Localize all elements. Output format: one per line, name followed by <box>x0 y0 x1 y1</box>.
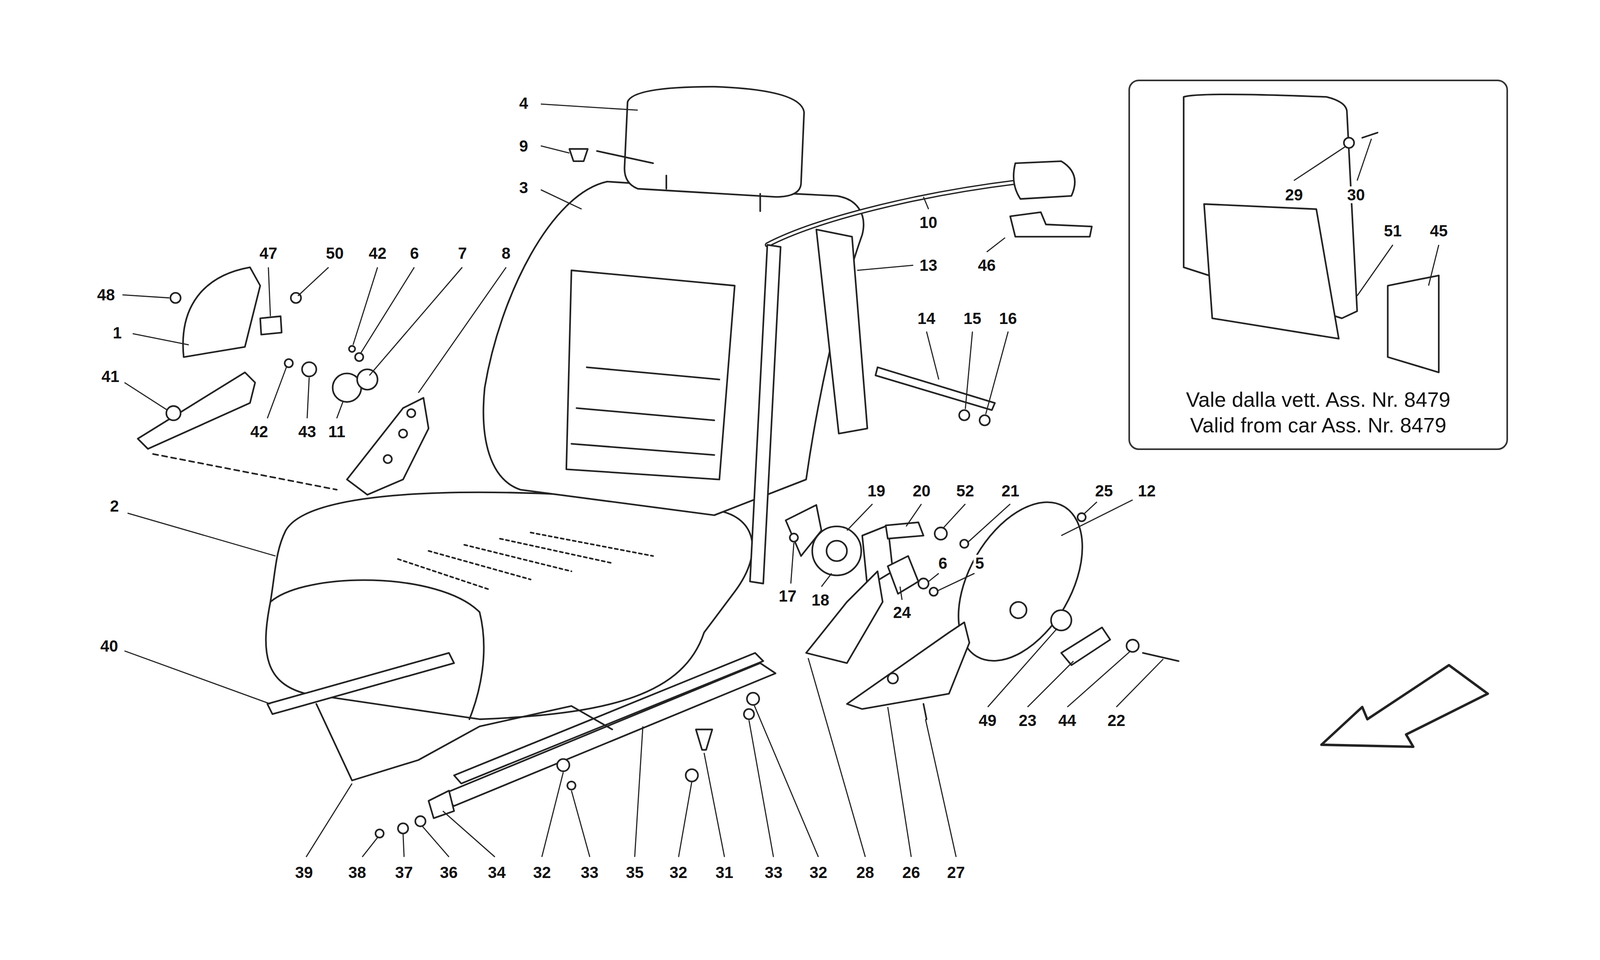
callout-number: 41 <box>100 368 122 385</box>
callout-number: 47 <box>258 244 280 262</box>
callout-number: 14 <box>916 310 938 327</box>
callout-number: 32 <box>668 864 690 881</box>
callout-number: 49 <box>977 712 999 729</box>
callout-number: 9 <box>517 137 530 155</box>
callout-number: 51 <box>1382 222 1404 240</box>
callout-number: 31 <box>714 864 736 881</box>
callout-number: 22 <box>1106 712 1128 729</box>
callout-number: 25 <box>1093 482 1115 500</box>
callout-number: 28 <box>854 864 876 881</box>
callout-number: 2 <box>108 497 121 515</box>
callout-number: 21 <box>1000 482 1022 500</box>
callout-number: 48 <box>95 286 117 304</box>
callout-number: 3 <box>517 179 530 196</box>
callout-number: 42 <box>248 423 270 440</box>
callout-number: 26 <box>900 864 922 881</box>
callout-number: 39 <box>293 864 315 881</box>
validity-note: Vale dalla vett. Ass. Nr. 8479 <box>1182 386 1455 413</box>
callout-number: 45 <box>1428 222 1450 240</box>
callout-number: 38 <box>346 864 368 881</box>
callout-number: 32 <box>531 864 553 881</box>
callout-number: 12 <box>1136 482 1158 500</box>
callout-number: 35 <box>624 864 646 881</box>
validity-note: Valid from car Ass. Nr. 8479 <box>1186 412 1451 438</box>
inset-note: Vale dalla vett. Ass. Nr. 8479Valid from… <box>1130 386 1507 438</box>
callout-number: 46 <box>976 256 998 274</box>
callout-number: 6 <box>408 244 421 262</box>
callout-number: 40 <box>98 637 120 655</box>
callout-number: 32 <box>808 864 830 881</box>
callout-number: 50 <box>324 244 346 262</box>
callout-number: 42 <box>367 244 389 262</box>
callout-number: 20 <box>911 482 933 500</box>
callout-number: 10 <box>918 214 940 231</box>
callout-number: 52 <box>954 482 976 500</box>
callout-number: 11 <box>326 423 347 440</box>
callout-number: 6 <box>936 554 949 572</box>
callout-number: 27 <box>945 864 967 881</box>
callout-number: 30 <box>1345 186 1367 204</box>
callout-number: 33 <box>763 864 785 881</box>
callout-number: 8 <box>500 244 512 262</box>
inset-box: Vale dalla vett. Ass. Nr. 8479Valid from… <box>1128 79 1508 450</box>
callout-number: 16 <box>997 310 1019 327</box>
callout-number: 36 <box>438 864 460 881</box>
callout-number: 15 <box>962 310 984 327</box>
callout-number: 33 <box>579 864 601 881</box>
callout-number: 29 <box>1283 186 1305 204</box>
callout-number: 24 <box>891 604 913 621</box>
callout-number: 7 <box>456 244 469 262</box>
callout-number: 17 <box>777 587 799 605</box>
callout-number: 34 <box>486 864 508 881</box>
callout-number: 37 <box>393 864 415 881</box>
callout-number: 23 <box>1017 712 1039 729</box>
callout-number: 43 <box>296 423 318 440</box>
callout-number: 5 <box>973 554 986 572</box>
callout-number: 18 <box>810 591 832 609</box>
callout-number: 1 <box>111 324 124 342</box>
callout-number: 13 <box>918 256 940 274</box>
callout-number: 19 <box>866 482 888 500</box>
callout-number: 4 <box>517 94 530 112</box>
callout-number: 44 <box>1056 712 1078 729</box>
